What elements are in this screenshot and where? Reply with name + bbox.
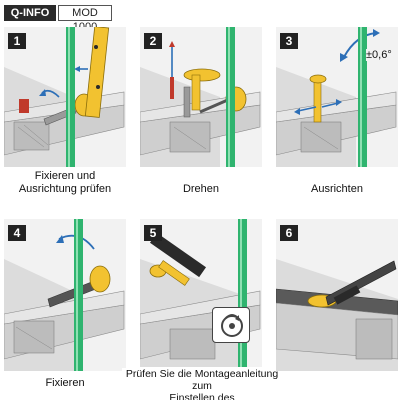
step-3-number: 3 bbox=[280, 33, 298, 49]
step-5-caption: Prüfen Sie die Montageanleitung zum Eins… bbox=[122, 368, 282, 400]
step-4-number: 4 bbox=[8, 225, 26, 241]
step-6-panel: 6 bbox=[276, 219, 398, 371]
step-1-caption-line-1: Fixieren und bbox=[34, 170, 96, 182]
q-info-badge: Q-INFO bbox=[4, 5, 56, 21]
step-2-caption-line-1: Drehen bbox=[182, 183, 220, 195]
step-4-panel: 4 bbox=[4, 219, 126, 371]
step-1-caption-line-2: Ausrichtung prüfen bbox=[18, 183, 112, 195]
step-1-panel: 1 bbox=[4, 27, 126, 167]
step-5-caption-line-1: Prüfen Sie die Montageanleitung zum bbox=[125, 368, 279, 392]
step-5-panel: 5 bbox=[140, 219, 262, 367]
step-4-caption-line-1: Fixieren bbox=[45, 377, 85, 389]
step-5-number: 5 bbox=[144, 225, 162, 241]
step-2-number: 2 bbox=[144, 33, 162, 49]
step-4-caption: Fixieren bbox=[4, 377, 126, 390]
step-1-caption: Fixieren und Ausrichtung prüfen bbox=[4, 170, 126, 196]
header: Q-INFO MOD 1000 bbox=[0, 0, 400, 33]
step-1-number: 1 bbox=[8, 33, 26, 49]
step-5-caption-line-2: Einstellen des Drehmomentschlüssels bbox=[169, 392, 235, 400]
step-3-caption-line-1: Ausrichten bbox=[311, 183, 363, 195]
step-1-illustration bbox=[4, 27, 125, 167]
torque-manual-icon bbox=[212, 307, 250, 343]
model-label: MOD 1000 bbox=[58, 5, 112, 33]
angle-tolerance-label: ±0,6° bbox=[366, 49, 392, 61]
step-3-panel: 3 ±0,6° bbox=[276, 27, 398, 167]
step-2-caption: Drehen bbox=[140, 183, 262, 196]
step-6-illustration bbox=[276, 259, 398, 371]
step-2-panel: 2 bbox=[140, 27, 262, 167]
step-4-illustration bbox=[4, 234, 125, 371]
step-6-number: 6 bbox=[280, 225, 298, 241]
step-3-caption: Ausrichten bbox=[276, 183, 398, 196]
